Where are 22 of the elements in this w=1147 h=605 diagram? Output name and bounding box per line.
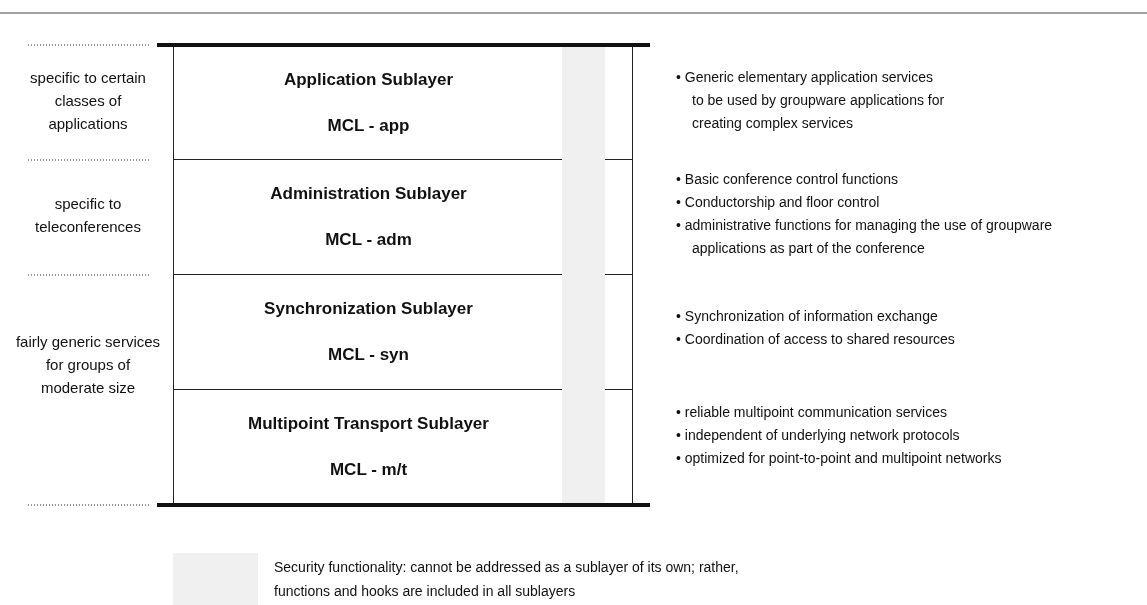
scope-note: fairly generic services for groups of moderate size (14, 332, 162, 398)
legend-text: Security functionality: cannot be addressed as a sublayer of its own; rather, functions and hooks are included in all sublayers (274, 558, 740, 601)
sublayer-title: Administration Sublayer (269, 184, 468, 204)
bullet-item: • reliable multipoint communication services (676, 403, 948, 422)
bullet-item: • Generic elementary application services to be used by groupware applications for creating complex services (676, 68, 946, 133)
sublayer-code: MCL - app (326, 116, 411, 136)
bullet-item: • Conductorship and floor control (676, 193, 881, 212)
scope-note: specific to certain classes of applications (29, 68, 147, 134)
sublayer-title: Multipoint Transport Sublayer (247, 414, 490, 434)
bullet-item: • optimized for point-to-point and multipoint networks (676, 449, 1003, 468)
sublayer-code: MCL - m/t (328, 460, 409, 480)
bullet-item: • Basic conference control functions (676, 170, 900, 189)
sublayer-title: Application Sublayer (282, 70, 455, 90)
bullet-item: • independent of underlying network protocols (676, 426, 961, 445)
sublayer-code: MCL - adm (324, 230, 413, 250)
security-band (562, 45, 605, 505)
bullet-item: • Synchronization of information exchange (676, 307, 939, 326)
sublayer-code: MCL - syn (327, 345, 410, 365)
bullet-item: • Coordination of access to shared resources (676, 330, 956, 349)
sublayer-title: Synchronization Sublayer (263, 299, 474, 319)
scope-note: specific to teleconferences (34, 194, 142, 237)
bullet-item: • administrative functions for managing the use of groupware applications as part of the conference (676, 216, 1054, 258)
